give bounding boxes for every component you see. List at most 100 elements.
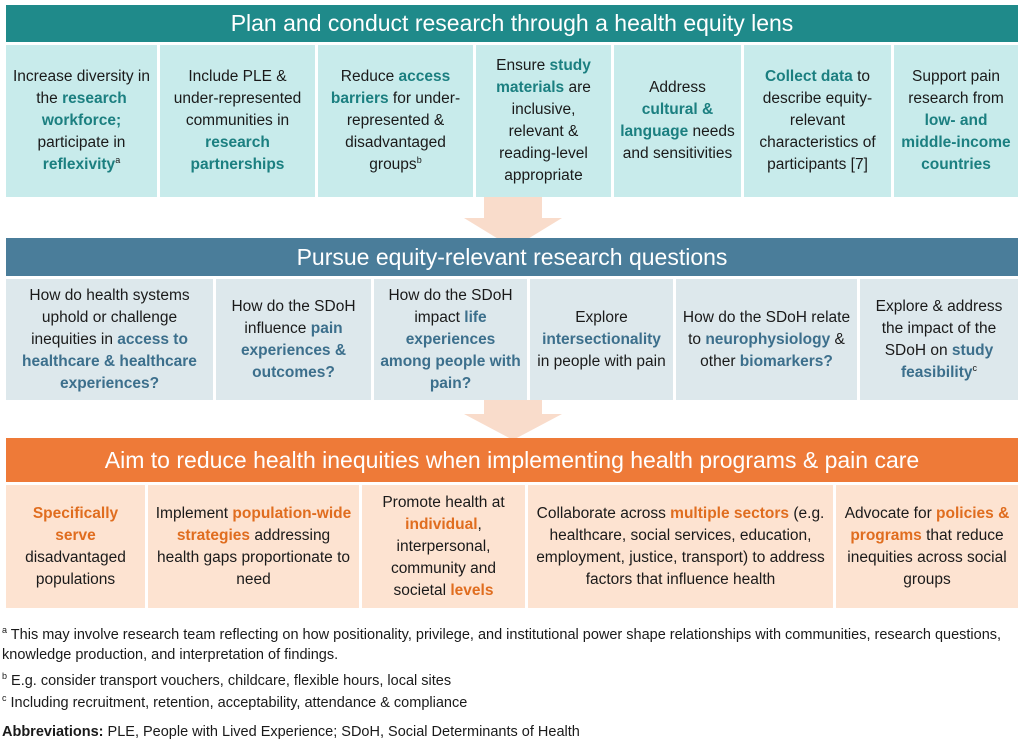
down-arrow-2 xyxy=(464,394,562,440)
cell-text: Advocate for policies & programs that re… xyxy=(842,503,1012,591)
cell: Promote health at individual, interperso… xyxy=(362,485,528,608)
highlight-text: levels xyxy=(450,581,494,599)
cell-text-part: Explore & address the impact of the SDoH… xyxy=(875,297,1003,359)
cell-text: How do health systems uphold or challeng… xyxy=(12,285,207,395)
section-title: Pursue equity-relevant research question… xyxy=(6,238,1018,276)
highlight-text: research workforce; xyxy=(41,90,127,129)
cell-text-part: Support pain research from xyxy=(908,68,1004,107)
cell-text-part: to describe equity-relevant characterist… xyxy=(759,68,876,173)
highlight-text: access to healthcare & healthcare experi… xyxy=(22,330,197,392)
highlight-text: cultural & language xyxy=(620,101,714,140)
cell: Ensure study materials are inclusive, re… xyxy=(476,45,614,197)
cell: Explore intersectionality in people with… xyxy=(530,279,676,400)
highlight-text: policies & programs xyxy=(850,504,1010,544)
cell-text-part: disadvantaged populations xyxy=(25,548,126,588)
abbreviations-label: Abbreviations: xyxy=(2,724,104,740)
footnote-text: This may involve research team reflectin… xyxy=(2,627,1002,663)
cell: Advocate for policies & programs that re… xyxy=(836,485,1018,608)
highlight-text: multiple sectors xyxy=(670,504,790,522)
highlight-text: Specifically serve xyxy=(32,504,119,544)
highlight-text: neurophysiology xyxy=(705,330,831,348)
cell: Increase diversity in the research workf… xyxy=(6,45,160,197)
footnote-a: a This may involve research team reflect… xyxy=(2,625,1002,665)
section-cells: Specifically serve disadvantaged populat… xyxy=(6,485,1018,608)
footnote-mark: c xyxy=(2,693,7,704)
footnote-ref: b xyxy=(416,154,422,165)
cell-text-part: Include PLE & under-represented communit… xyxy=(173,68,302,129)
section-research-questions: Pursue equity-relevant research question… xyxy=(6,238,1018,400)
footnote-ref: a xyxy=(115,154,121,165)
cell-text-part: How do the SDoH influence xyxy=(231,297,356,337)
cell-text: Increase diversity in the research workf… xyxy=(12,66,151,176)
cell-text: Specifically serve disadvantaged populat… xyxy=(12,503,139,591)
cell-text-part: Implement xyxy=(155,504,233,522)
cell: Include PLE & under-represented communit… xyxy=(160,45,318,197)
cell: Collect data to describe equity-relevant… xyxy=(744,45,894,197)
cell-text: How do the SDoH relate to neurophysiolog… xyxy=(682,307,851,373)
cell-text-part: & other xyxy=(700,330,845,370)
abbreviations-text: PLE, People with Lived Experience; SDoH,… xyxy=(103,724,580,740)
highlight-text: biomarkers? xyxy=(739,352,833,370)
cell: Explore & address the impact of the SDoH… xyxy=(860,279,1018,400)
cell-text-part: are inclusive, relevant & reading-level … xyxy=(499,79,591,184)
cell-text-part: How do the SDoH impact xyxy=(388,286,513,326)
highlight-text: life experiences among people with pain? xyxy=(380,308,521,392)
cell-text: Address cultural & language needs and se… xyxy=(620,77,735,165)
cell: How do the SDoH influence pain experienc… xyxy=(216,279,374,400)
cell-text-part: needs and sensitivities xyxy=(622,123,735,162)
highlight-text: research partnerships xyxy=(190,134,285,173)
cell-text: Collaborate across multiple sectors (e.g… xyxy=(534,503,827,591)
section-cells: Increase diversity in the research workf… xyxy=(6,45,1018,197)
cell-text-part: Reduce xyxy=(340,68,399,85)
highlight-text: access barriers xyxy=(330,68,451,107)
footnote-c: c Including recruitment, retention, acce… xyxy=(2,693,1002,713)
highlight-text: Collect data xyxy=(764,68,853,85)
cell: Collaborate across multiple sectors (e.g… xyxy=(528,485,836,608)
highlight-text: reflexivity xyxy=(42,156,116,173)
cell-text-part: How do health systems uphold or challeng… xyxy=(29,286,190,348)
cell: Support pain research from low- and midd… xyxy=(894,45,1018,197)
cell-text: Promote health at individual, interperso… xyxy=(368,492,519,602)
footnote-text: E.g. consider transport vouchers, childc… xyxy=(11,673,452,689)
cell-text-part: , interpersonal, community and societal xyxy=(390,515,497,599)
section-title: Plan and conduct research through a heal… xyxy=(6,5,1018,42)
footnote-b: b E.g. consider transport vouchers, chil… xyxy=(2,671,1002,691)
highlight-text: study feasibility xyxy=(901,341,994,381)
cell-text-part: participate in xyxy=(37,134,126,151)
cell-text-part: Increase diversity in the xyxy=(13,68,150,107)
section-plan-research: Plan and conduct research through a heal… xyxy=(6,5,1018,197)
cell-text-part: for under-represented & disadvantaged gr… xyxy=(345,90,461,173)
down-arrow-1 xyxy=(464,190,562,248)
cell: Reduce access barriers for under-represe… xyxy=(318,45,476,197)
section-reduce-inequities: Aim to reduce health inequities when imp… xyxy=(6,438,1018,608)
cell: How do the SDoH impact life experiences … xyxy=(374,279,530,400)
footnote-mark: b xyxy=(2,671,8,682)
cell-text-part: Ensure xyxy=(496,57,550,74)
cell-text-part: How do the SDoH relate to xyxy=(682,308,851,348)
cell-text: Reduce access barriers for under-represe… xyxy=(324,66,467,176)
abbreviations: Abbreviations: PLE, People with Lived Ex… xyxy=(2,722,1002,742)
cell-text: Implement population-wide strategies add… xyxy=(154,503,353,591)
cell: Specifically serve disadvantaged populat… xyxy=(6,485,148,608)
cell-text: Support pain research from low- and midd… xyxy=(900,66,1012,176)
cell-text: Include PLE & under-represented communit… xyxy=(166,66,309,176)
cell-text: How do the SDoH impact life experiences … xyxy=(380,285,521,395)
cell: How do health systems uphold or challeng… xyxy=(6,279,216,400)
cell-text-part: Address xyxy=(649,79,706,96)
cell-text-part: that reduce inequities across social gro… xyxy=(847,526,1007,588)
cell-text-part: (e.g. healthcare, social services, educa… xyxy=(536,504,825,588)
cell-text: Ensure study materials are inclusive, re… xyxy=(482,55,605,187)
footnote-ref: c xyxy=(972,362,978,373)
cell: Implement population-wide strategies add… xyxy=(148,485,362,608)
highlight-text: low- and middle-income countries xyxy=(901,112,1011,173)
highlight-text: pain experiences & outcomes? xyxy=(240,319,347,381)
cell-text: How do the SDoH influence pain experienc… xyxy=(222,296,365,384)
cell-text-part: Advocate for xyxy=(844,504,937,522)
section-cells: How do health systems uphold or challeng… xyxy=(6,279,1018,400)
cell-text-part: Promote health at xyxy=(382,493,505,511)
highlight-text: study materials xyxy=(496,57,591,96)
highlight-text: population-wide strategies xyxy=(176,504,352,544)
cell-text-part: Explore xyxy=(575,308,628,326)
cell-text: Explore intersectionality in people with… xyxy=(536,307,667,373)
cell-text: Explore & address the impact of the SDoH… xyxy=(866,296,1012,384)
